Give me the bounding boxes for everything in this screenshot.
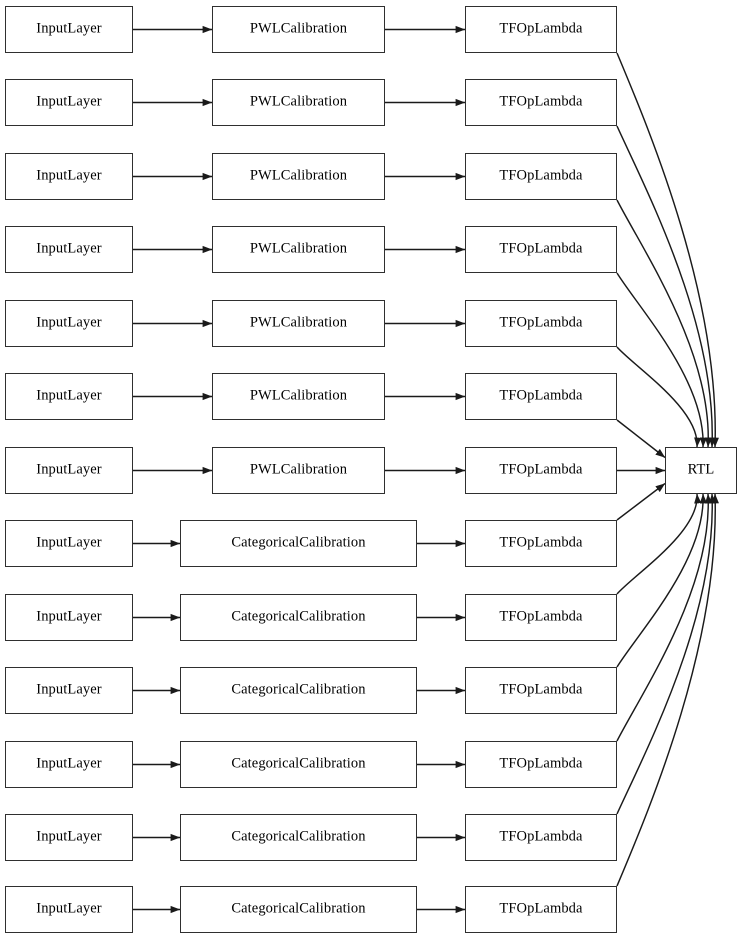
node-input-layer-3[interactable]: InputLayer: [5, 226, 133, 273]
node-input-layer-2-label: InputLayer: [36, 167, 102, 184]
node-calibration-2-label: PWLCalibration: [249, 167, 348, 184]
node-input-layer-2[interactable]: InputLayer: [5, 153, 133, 200]
node-calibration-9[interactable]: CategoricalCalibration: [180, 667, 417, 714]
node-calibration-12[interactable]: CategoricalCalibration: [180, 886, 417, 933]
node-calibration-1[interactable]: PWLCalibration: [212, 79, 385, 126]
node-calibration-0-label: PWLCalibration: [249, 20, 348, 37]
node-calibration-0[interactable]: PWLCalibration: [212, 6, 385, 53]
node-input-layer-5[interactable]: InputLayer: [5, 373, 133, 420]
edge-lambda-to-rtl-7: [616, 482, 666, 521]
node-calibration-6[interactable]: PWLCalibration: [212, 447, 385, 494]
node-tfoplambda-2-label: TFOpLambda: [499, 167, 583, 184]
edge-lambda-to-rtl-4: [616, 346, 702, 448]
node-input-layer-6-label: InputLayer: [36, 461, 102, 478]
node-input-layer-9-label: InputLayer: [36, 681, 102, 698]
node-input-layer-11-label: InputLayer: [36, 828, 102, 845]
node-tfoplambda-5-label: TFOpLambda: [499, 387, 583, 404]
node-tfoplambda-1-label: TFOpLambda: [499, 93, 583, 110]
edge-lambda-to-rtl-9: [616, 493, 708, 668]
node-input-layer-12[interactable]: InputLayer: [5, 886, 133, 933]
node-tfoplambda-6-label: TFOpLambda: [499, 461, 583, 478]
node-input-layer-10[interactable]: InputLayer: [5, 741, 133, 788]
node-tfoplambda-10[interactable]: TFOpLambda: [465, 741, 617, 788]
node-input-layer-8-label: InputLayer: [36, 608, 102, 625]
node-tfoplambda-0[interactable]: TFOpLambda: [465, 6, 617, 53]
node-input-layer-7-label: InputLayer: [36, 534, 102, 551]
node-input-layer-1-label: InputLayer: [36, 93, 102, 110]
node-tfoplambda-5[interactable]: TFOpLambda: [465, 373, 617, 420]
node-input-layer-9[interactable]: InputLayer: [5, 667, 133, 714]
node-input-layer-12-label: InputLayer: [36, 900, 102, 917]
node-input-layer-4-label: InputLayer: [36, 314, 102, 331]
edge-lambda-to-rtl-1: [616, 125, 717, 448]
node-input-layer-0[interactable]: InputLayer: [5, 6, 133, 53]
node-input-layer-1[interactable]: InputLayer: [5, 79, 133, 126]
node-calibration-1-label: PWLCalibration: [249, 93, 348, 110]
node-tfoplambda-9[interactable]: TFOpLambda: [465, 667, 617, 714]
node-input-layer-7[interactable]: InputLayer: [5, 520, 133, 567]
node-input-layer-10-label: InputLayer: [36, 755, 102, 772]
node-calibration-3-label: PWLCalibration: [249, 240, 348, 257]
edge-lambda-to-rtl-2: [616, 199, 713, 448]
edge-lambda-to-rtl-11: [616, 493, 717, 815]
node-calibration-3[interactable]: PWLCalibration: [212, 226, 385, 273]
node-tfoplambda-10-label: TFOpLambda: [499, 755, 583, 772]
edge-lambda-to-rtl-0: [616, 52, 719, 448]
node-rtl[interactable]: RTL: [665, 447, 737, 494]
node-calibration-10-label: CategoricalCalibration: [231, 755, 366, 772]
node-tfoplambda-7-label: TFOpLambda: [499, 534, 583, 551]
node-calibration-9-label: CategoricalCalibration: [231, 681, 366, 698]
edge-lambda-to-rtl-10: [616, 493, 713, 742]
node-calibration-8[interactable]: CategoricalCalibration: [180, 594, 417, 641]
edge-lambda-to-rtl-8: [616, 493, 702, 595]
node-tfoplambda-7[interactable]: TFOpLambda: [465, 520, 617, 567]
node-input-layer-11[interactable]: InputLayer: [5, 814, 133, 861]
node-tfoplambda-2[interactable]: TFOpLambda: [465, 153, 617, 200]
node-tfoplambda-4-label: TFOpLambda: [499, 314, 583, 331]
node-tfoplambda-1[interactable]: TFOpLambda: [465, 79, 617, 126]
node-calibration-12-label: CategoricalCalibration: [231, 900, 366, 917]
node-tfoplambda-8-label: TFOpLambda: [499, 608, 583, 625]
node-calibration-11-label: CategoricalCalibration: [231, 828, 366, 845]
node-tfoplambda-0-label: TFOpLambda: [499, 20, 583, 37]
node-rtl-label: RTL: [687, 461, 715, 478]
node-calibration-10[interactable]: CategoricalCalibration: [180, 741, 417, 788]
node-calibration-7[interactable]: CategoricalCalibration: [180, 520, 417, 567]
node-tfoplambda-6[interactable]: TFOpLambda: [465, 447, 617, 494]
node-calibration-11[interactable]: CategoricalCalibration: [180, 814, 417, 861]
node-input-layer-3-label: InputLayer: [36, 240, 102, 257]
edge-lambda-to-rtl-3: [616, 272, 708, 448]
node-tfoplambda-3-label: TFOpLambda: [499, 240, 583, 257]
node-tfoplambda-9-label: TFOpLambda: [499, 681, 583, 698]
node-calibration-6-label: PWLCalibration: [249, 461, 348, 478]
node-tfoplambda-12-label: TFOpLambda: [499, 900, 583, 917]
node-tfoplambda-12[interactable]: TFOpLambda: [465, 886, 617, 933]
edge-lambda-to-rtl-12: [616, 493, 719, 887]
node-tfoplambda-4[interactable]: TFOpLambda: [465, 300, 617, 347]
node-calibration-5[interactable]: PWLCalibration: [212, 373, 385, 420]
node-calibration-2[interactable]: PWLCalibration: [212, 153, 385, 200]
node-input-layer-8[interactable]: InputLayer: [5, 594, 133, 641]
node-tfoplambda-11-label: TFOpLambda: [499, 828, 583, 845]
node-input-layer-4[interactable]: InputLayer: [5, 300, 133, 347]
node-tfoplambda-8[interactable]: TFOpLambda: [465, 594, 617, 641]
node-calibration-5-label: PWLCalibration: [249, 387, 348, 404]
node-calibration-8-label: CategoricalCalibration: [231, 608, 366, 625]
edge-lambda-to-rtl-5: [616, 419, 666, 459]
node-calibration-4[interactable]: PWLCalibration: [212, 300, 385, 347]
node-tfoplambda-11[interactable]: TFOpLambda: [465, 814, 617, 861]
node-input-layer-5-label: InputLayer: [36, 387, 102, 404]
node-calibration-7-label: CategoricalCalibration: [231, 534, 366, 551]
node-tfoplambda-3[interactable]: TFOpLambda: [465, 226, 617, 273]
node-input-layer-6[interactable]: InputLayer: [5, 447, 133, 494]
node-calibration-4-label: PWLCalibration: [249, 314, 348, 331]
node-input-layer-0-label: InputLayer: [36, 20, 102, 37]
